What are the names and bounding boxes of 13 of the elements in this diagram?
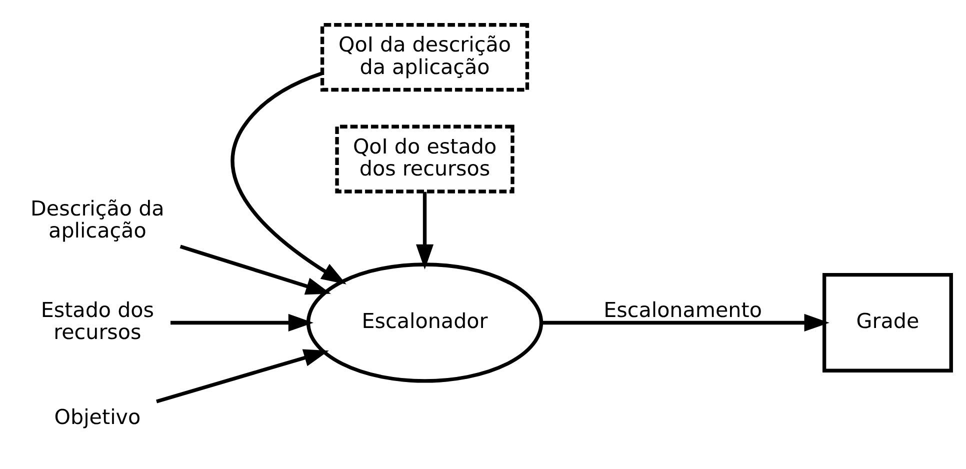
node-box: Grade [822, 272, 953, 372]
arrow [230, 71, 346, 284]
arrow [180, 244, 331, 294]
arrow [156, 348, 329, 403]
node-text: Descrição da aplicação [30, 196, 164, 242]
node-text: Objetivo [54, 404, 141, 429]
edge-label: Escalonamento [604, 298, 762, 322]
node-box: QoI da descrição da aplicação [320, 22, 530, 92]
node-box: QoI do estado dos recursos [335, 124, 514, 193]
arrow [170, 313, 314, 332]
arrow [542, 313, 830, 332]
node-text: Estado dos recursos [40, 298, 154, 344]
arrow [416, 191, 434, 269]
